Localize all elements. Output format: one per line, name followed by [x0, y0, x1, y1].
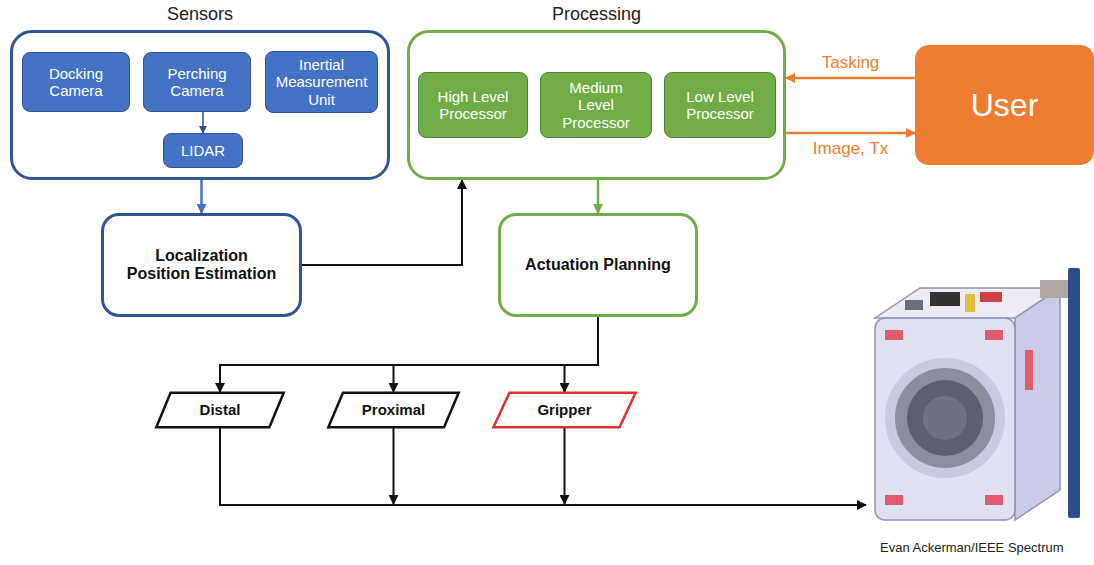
- text-wrap: Gripper: [537, 401, 591, 418]
- sensor-box: LIDAR: [163, 133, 243, 168]
- edge-label: Tasking: [819, 53, 883, 73]
- text-wrap: Perching Camera: [150, 65, 244, 100]
- processor-box: Medium Level Processor: [540, 72, 652, 138]
- node-label: High Level Processor: [428, 88, 518, 123]
- output-parallelogram: Proximal: [327, 392, 460, 428]
- text-wrap: High Level Processor: [428, 88, 518, 123]
- text-wrap: Inertial Measurement Unit: [272, 56, 371, 108]
- node-label: Distal: [200, 401, 241, 418]
- node-label: User: [971, 87, 1039, 124]
- node-label: Docking Camera: [29, 65, 123, 100]
- sensor-box: Inertial Measurement Unit: [265, 51, 378, 113]
- output-parallelogram: Distal: [155, 392, 285, 428]
- process-box: Localization Position Estimation: [101, 213, 302, 317]
- connector-arrow: [220, 317, 598, 392]
- sensor-box: Perching Camera: [143, 52, 251, 112]
- group-heading: Processing: [410, 4, 783, 25]
- output-lines: [220, 428, 866, 505]
- text-wrap: Proximal: [362, 401, 425, 418]
- edge-label: Image, Tx: [810, 139, 891, 159]
- connector-arrow: [597, 180, 600, 213]
- text-wrap: Localization Position Estimation: [124, 247, 279, 284]
- node-label: Actuation Planning: [525, 256, 671, 274]
- processor-box: Low Level Processor: [664, 72, 776, 138]
- node-label: Perching Camera: [150, 65, 244, 100]
- connector-arrow: [786, 77, 915, 80]
- node-label: Inertial Measurement Unit: [272, 56, 371, 108]
- node-label: LIDAR: [181, 142, 225, 159]
- process-box: Actuation Planning: [498, 213, 698, 317]
- node-label: Proximal: [362, 401, 425, 418]
- node-label: Gripper: [537, 401, 591, 418]
- sensor-group: SensorsDocking CameraPerching CameraIner…: [10, 30, 390, 180]
- connector-arrow: [786, 132, 915, 135]
- user-box: User: [915, 45, 1094, 165]
- connector-arrow: [302, 180, 462, 265]
- group-heading: Sensors: [13, 4, 387, 25]
- output-parallelogram: Gripper: [492, 392, 637, 428]
- text-wrap: Medium Level Processor: [556, 79, 636, 131]
- text-wrap: Docking Camera: [29, 65, 123, 100]
- node-label: Low Level Processor: [675, 88, 765, 123]
- text-wrap: LIDAR: [181, 142, 225, 159]
- sensor-box: Docking Camera: [22, 52, 130, 112]
- text-wrap: User: [971, 87, 1039, 124]
- text-wrap: Distal: [200, 401, 241, 418]
- text-wrap: Low Level Processor: [675, 88, 765, 123]
- text-wrap: Actuation Planning: [525, 256, 671, 274]
- connector-arrow: [202, 112, 204, 133]
- processor-box: High Level Processor: [418, 72, 528, 138]
- connector-arrow: [394, 317, 599, 392]
- node-label: Localization Position Estimation: [124, 247, 279, 284]
- connector-arrow: [200, 180, 203, 213]
- connector-arrow: [565, 317, 599, 392]
- node-label: Medium Level Processor: [556, 79, 636, 131]
- credit-caption: Evan Ackerman/IEEE Spectrum: [880, 540, 1064, 555]
- processing-group: ProcessingHigh Level ProcessorMedium Lev…: [407, 30, 786, 180]
- robot-cube: [875, 268, 1080, 520]
